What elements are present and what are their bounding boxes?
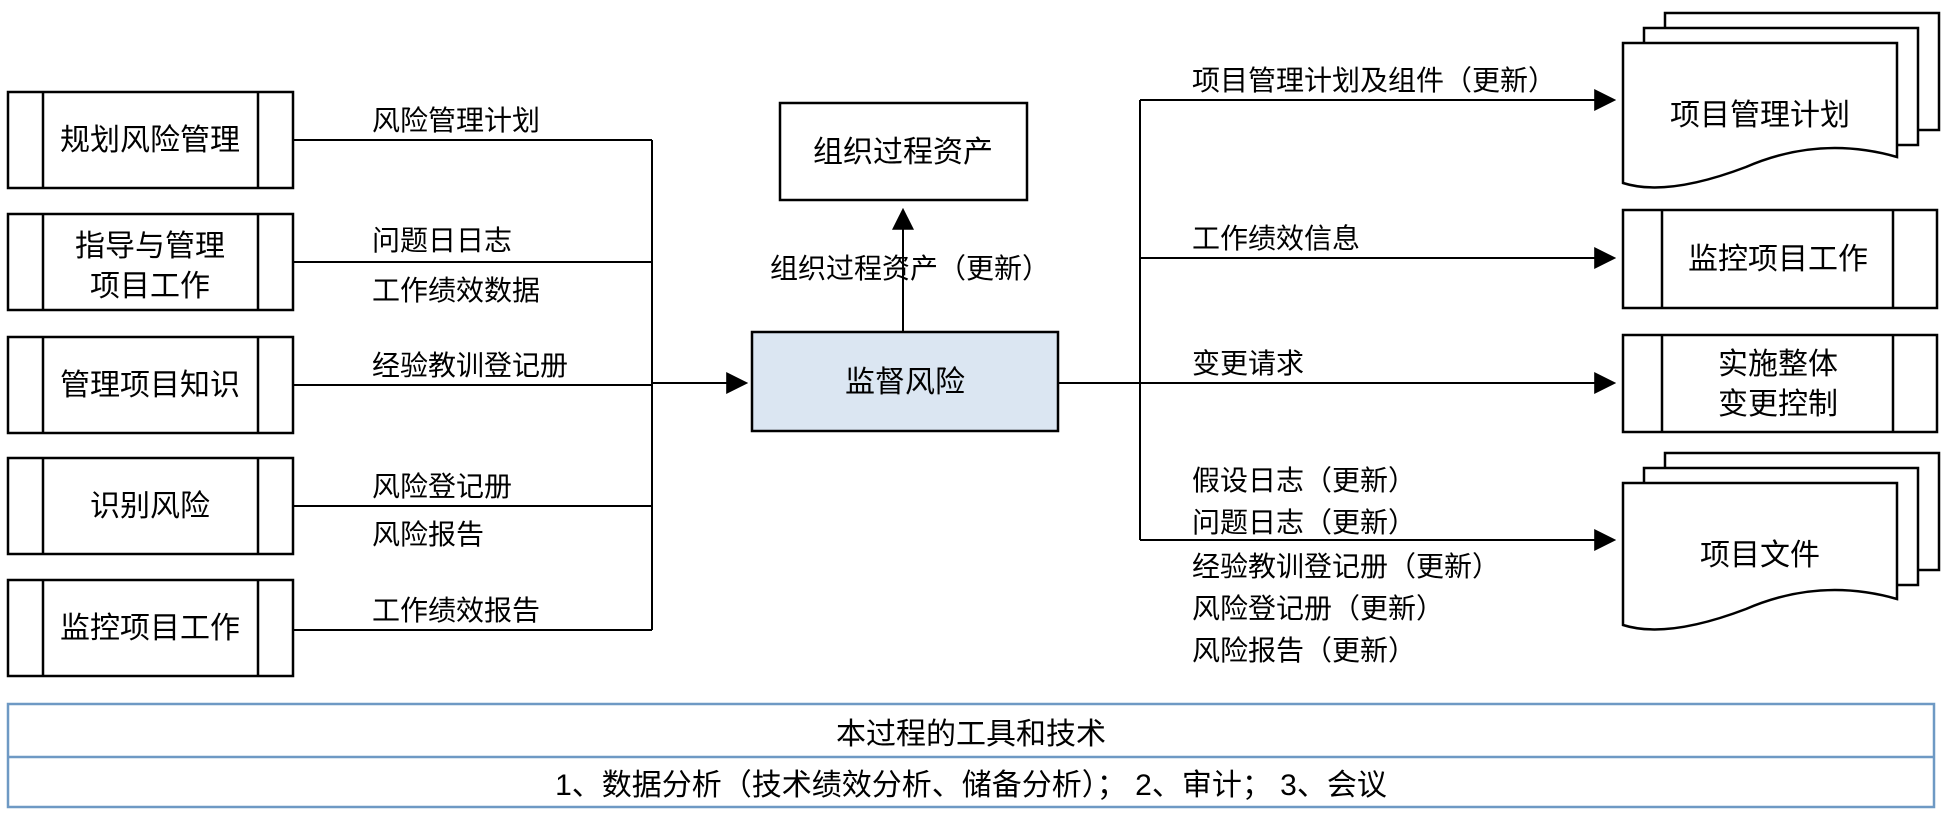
output-box-picc-rect: [1621, 333, 1939, 434]
document-stack-project-documents: 项目文件: [1621, 451, 1941, 631]
input-box-4-rect: [6, 456, 295, 556]
edge-label-opa-updates: 组织过程资产（更新）: [770, 253, 1050, 284]
opa-box-label: 组织过程资产: [813, 136, 993, 169]
input-box-2-label-line2: 项目工作: [90, 270, 210, 303]
output-box-picc-label-line1: 实施整体: [1718, 348, 1838, 381]
tools-table-row: 1、数据分析（技术绩效分析、储备分析）； 2、审计； 3、会议: [555, 769, 1387, 802]
input-connectors: [293, 139, 749, 631]
pm-plan-doc-front-sheet: [1621, 41, 1899, 189]
tools-table-border: [6, 702, 1936, 809]
edge-label-work-performance-reports: 工作绩效报告: [372, 595, 540, 626]
edge-label-pm-plan-updates: 项目管理计划及组件（更新）: [1192, 65, 1556, 96]
opa-box-rect: [778, 101, 1029, 202]
pm-plan-doc-label: 项目管理计划: [1670, 99, 1850, 132]
input-box-direct-manage-project-work: 指导与管理 项目工作: [6, 212, 295, 312]
input-box-monitor-project-work: 监控项目工作: [6, 578, 295, 678]
monitor-risks-label: 监督风险: [845, 366, 965, 399]
edge-label-risk-report: 风险报告: [372, 519, 484, 550]
monitor-risks-rect: [750, 330, 1060, 433]
edge-label-risk-management-plan: 风险管理计划: [372, 105, 540, 136]
input-box-manage-project-knowledge: 管理项目知识: [6, 335, 295, 435]
output-connectors: [892, 89, 1617, 551]
output-box-monitor-rect: [1621, 208, 1939, 310]
output-box-picc-label-line2: 变更控制: [1718, 388, 1838, 421]
process-box-monitor-risks: 监督风险: [750, 330, 1060, 433]
document-stack-project-management-plan: 项目管理计划: [1621, 11, 1941, 189]
tools-table-header: 本过程的工具和技术: [836, 718, 1106, 751]
input-box-3-label: 管理项目知识: [60, 369, 240, 402]
output-edge-labels: 项目管理计划及组件（更新） 工作绩效信息 变更请求 假设日志（更新） 问题日志（…: [1192, 65, 1556, 666]
project-docs-front-sheet: [1621, 481, 1899, 631]
edge-label-issue-log: 问题日日志: [372, 225, 512, 256]
project-docs-label: 项目文件: [1700, 539, 1820, 572]
input-box-plan-risk-management: 规划风险管理: [6, 90, 295, 190]
edge-label-risk-register: 风险登记册: [372, 471, 512, 502]
input-box-3-rect: [6, 335, 295, 435]
output-box-monitor-label: 监控项目工作: [1688, 243, 1868, 276]
input-edge-labels: 风险管理计划 问题日日志 工作绩效数据 经验教训登记册 风险登记册 风险报告 工…: [372, 105, 568, 626]
input-box-1-label: 规划风险管理: [60, 124, 240, 157]
edge-label-lessons-learned-update: 经验教训登记册（更新）: [1192, 551, 1500, 582]
input-box-2-label-line1: 指导与管理: [75, 230, 225, 263]
input-box-identify-risks: 识别风险: [6, 456, 295, 556]
edge-label-work-performance-data: 工作绩效数据: [372, 275, 540, 306]
edge-label-risk-report-update: 风险报告（更新）: [1192, 635, 1416, 666]
edge-label-issue-log-update: 问题日志（更新）: [1192, 507, 1416, 538]
edge-label-work-performance-info: 工作绩效信息: [1192, 223, 1360, 254]
input-box-1-rect: [6, 90, 295, 190]
edge-label-change-requests: 变更请求: [1192, 348, 1304, 379]
input-box-4-label: 识别风险: [90, 490, 210, 523]
output-box-perform-integrated-change-control: 实施整体 变更控制: [1621, 333, 1939, 434]
edge-label-risk-register-update: 风险登记册（更新）: [1192, 593, 1444, 624]
output-box-monitor-project-work: 监控项目工作: [1621, 208, 1939, 310]
edge-label-assumption-log-update: 假设日志（更新）: [1192, 465, 1416, 496]
box-organizational-process-assets: 组织过程资产: [778, 101, 1029, 202]
input-box-5-label: 监控项目工作: [60, 612, 240, 645]
input-box-5-rect: [6, 578, 295, 678]
tools-table: 本过程的工具和技术 1、数据分析（技术绩效分析、储备分析）； 2、审计； 3、会…: [6, 702, 1936, 809]
edge-label-lessons-learned-register: 经验教训登记册: [372, 350, 568, 381]
input-box-2-rect: [6, 212, 295, 312]
